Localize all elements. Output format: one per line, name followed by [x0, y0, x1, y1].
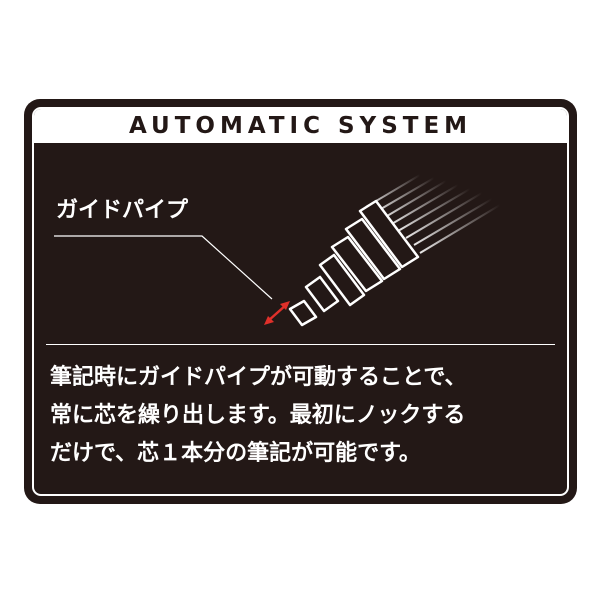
- panel-title: AUTOMATIC SYSTEM: [128, 112, 473, 139]
- description-line-3: だけで、芯１本分の筆記が可能です。: [50, 441, 421, 466]
- double-headed-arrow-icon: [264, 301, 290, 325]
- automatic-system-panel: AUTOMATIC SYSTEM: [24, 99, 577, 504]
- pencil-tip-illustration: [54, 174, 501, 327]
- callout-leader-line: [54, 235, 273, 300]
- pencil-body-lines: [365, 174, 501, 254]
- pencil-shaft: [288, 199, 420, 327]
- description-line-2: 常に芯を繰り出します。最初にノックする: [50, 403, 466, 428]
- guide-pipe-label: ガイドパイプ: [56, 198, 189, 223]
- description-text: 筆記時にガイドパイプが可動することで、 常に芯を繰り出します。最初にノックする …: [50, 359, 560, 473]
- section-divider: [46, 344, 555, 345]
- title-bar: AUTOMATIC SYSTEM: [34, 109, 567, 143]
- panel-frame: AUTOMATIC SYSTEM: [32, 107, 569, 496]
- description-line-1: 筆記時にガイドパイプが可動することで、: [50, 365, 467, 390]
